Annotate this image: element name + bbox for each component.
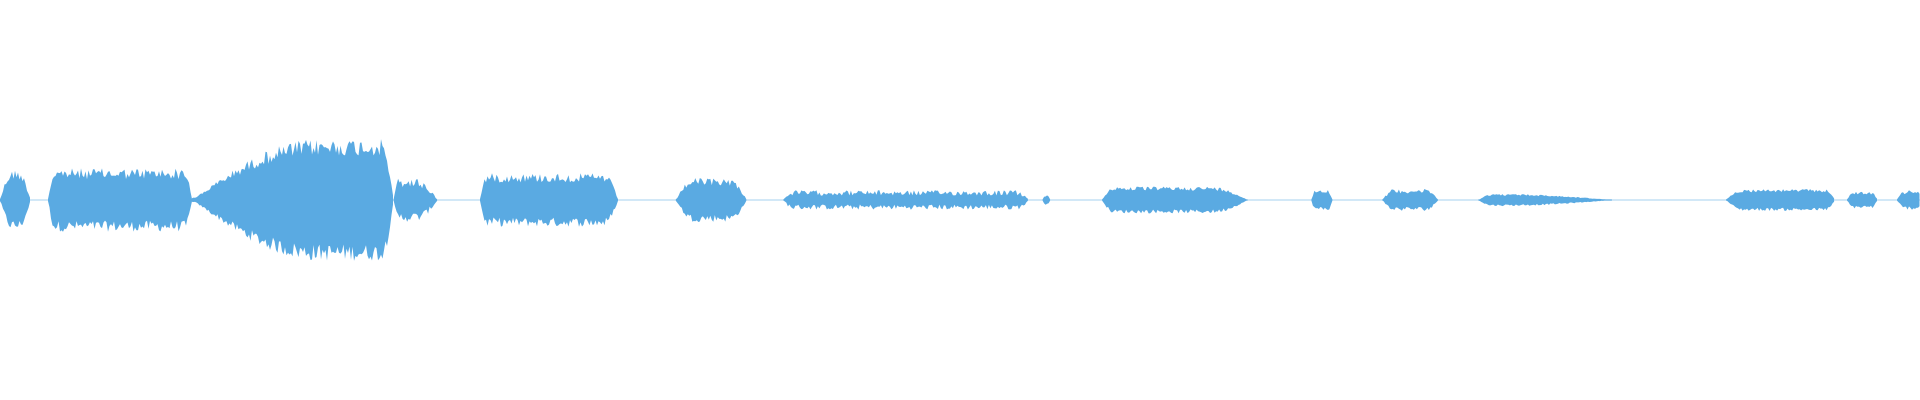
waveform-segment-12 [1478,194,1612,207]
waveform-segment-8 [1042,195,1051,205]
waveform-segment-4 [393,178,438,222]
waveform-segment-3 [192,139,393,261]
waveform-segment-1 [0,170,30,228]
waveform-segment-11 [1382,189,1438,211]
waveform-segment-2 [48,168,192,232]
waveform-segment-10 [1311,190,1333,210]
waveform-segment-15 [1897,190,1920,210]
waveform-segment-5 [480,173,618,227]
waveform-segment-9 [1102,186,1248,214]
waveform-segment-7 [783,190,1028,210]
waveform-segment-14 [1847,191,1877,209]
waveform-segment-6 [675,178,747,222]
waveform-segment-13 [1726,189,1835,211]
